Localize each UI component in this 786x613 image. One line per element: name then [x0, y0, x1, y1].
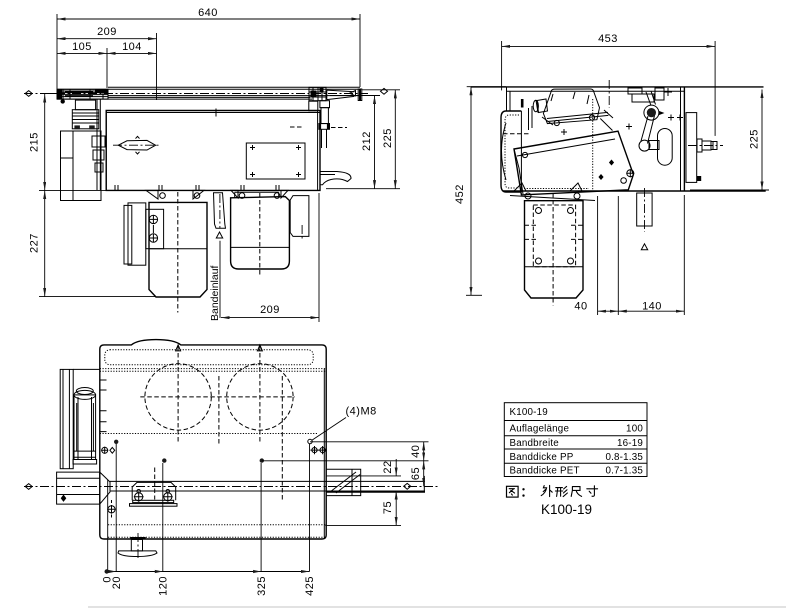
svg-text:(4)M8: (4)M8 — [346, 406, 377, 418]
svg-text:425: 425 — [304, 576, 316, 596]
svg-text:104: 104 — [122, 41, 142, 53]
svg-text:K100-19: K100-19 — [541, 502, 592, 517]
svg-text:20: 20 — [111, 576, 123, 589]
svg-text:209: 209 — [97, 26, 117, 38]
svg-text:140: 140 — [642, 301, 662, 313]
svg-text:40: 40 — [410, 445, 422, 458]
svg-text:453: 453 — [598, 33, 618, 45]
svg-text:40: 40 — [574, 301, 587, 313]
svg-text:215: 215 — [29, 132, 41, 152]
svg-text:Banddicke PET: Banddicke PET — [510, 466, 580, 477]
svg-text:225: 225 — [749, 129, 761, 149]
svg-text:0.8-1.35: 0.8-1.35 — [605, 452, 643, 463]
svg-text:209: 209 — [260, 304, 280, 316]
svg-text:227: 227 — [29, 233, 41, 253]
svg-text:75: 75 — [382, 501, 394, 514]
svg-text:22: 22 — [382, 460, 394, 473]
svg-text:Bandeinlauf: Bandeinlauf — [209, 265, 221, 321]
svg-text:640: 640 — [198, 7, 218, 19]
svg-text:K100-19: K100-19 — [510, 407, 548, 418]
svg-text:105: 105 — [72, 41, 92, 53]
svg-text:212: 212 — [361, 131, 373, 151]
svg-text:Bandbreite: Bandbreite — [510, 438, 560, 449]
svg-text:0: 0 — [102, 576, 114, 583]
svg-text:16-19: 16-19 — [617, 438, 643, 449]
svg-text:225: 225 — [382, 128, 394, 148]
svg-text:Banddicke PP: Banddicke PP — [510, 452, 574, 463]
svg-text:452: 452 — [454, 184, 466, 204]
svg-text:100: 100 — [626, 424, 643, 435]
svg-text:Auflagelänge: Auflagelänge — [510, 424, 570, 435]
svg-text:120: 120 — [158, 576, 170, 596]
svg-text:325: 325 — [256, 576, 268, 596]
svg-text:0.7-1.35: 0.7-1.35 — [605, 466, 643, 477]
svg-text:65: 65 — [410, 467, 422, 480]
